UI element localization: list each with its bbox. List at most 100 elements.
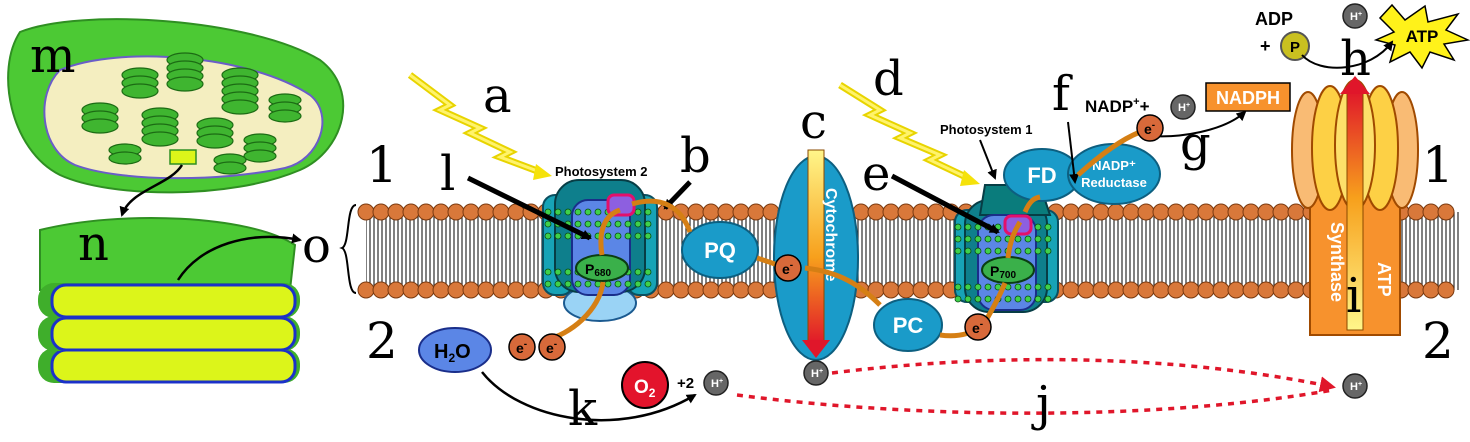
- arrow-h: [1301, 40, 1394, 69]
- phospholipid-head: [1437, 203, 1455, 221]
- phospholipid-head: [687, 203, 705, 221]
- chloroplast: [7, 18, 345, 217]
- label-e: e: [862, 146, 890, 202]
- phospholipid-head: [1122, 281, 1140, 299]
- pigment-dot: [1024, 295, 1032, 303]
- phospholipid-head: [702, 203, 720, 221]
- phospholipid-head: [1167, 203, 1185, 221]
- phospholipid-head: [1107, 281, 1125, 299]
- phospholipid-head: [387, 281, 405, 299]
- pigment-dot: [584, 208, 592, 216]
- label-k: k: [568, 381, 598, 437]
- phospholipid-head: [522, 281, 540, 299]
- phospholipid-head: [1197, 203, 1215, 221]
- pigment-dot: [964, 247, 972, 255]
- pigment-dot: [634, 232, 642, 240]
- pigment-dot: [1034, 235, 1042, 243]
- pigment-dot: [1014, 235, 1022, 243]
- pigment-dot: [954, 223, 962, 231]
- pigment-dot: [1044, 223, 1052, 231]
- phospholipid-head: [1152, 203, 1170, 221]
- svg-text:O2: O2: [634, 377, 656, 400]
- pigment-dot: [544, 268, 552, 276]
- svg-text:H+: H+: [1350, 381, 1362, 393]
- atp-synthase: Synthase ATP: [1291, 76, 1419, 336]
- pigment-dot: [614, 220, 622, 228]
- phospholipid-head: [1407, 281, 1425, 299]
- phospholipid-head: [1227, 281, 1245, 299]
- pigment-dot: [1044, 295, 1052, 303]
- pigment-dot: [564, 232, 572, 240]
- phospholipid-head: [912, 203, 930, 221]
- phospholipid-head: [507, 281, 525, 299]
- label-h: h: [1340, 31, 1371, 87]
- pq-carrier: PQ: [681, 221, 759, 279]
- svg-text:H2O: H2O: [434, 341, 471, 365]
- side-number-bottom-left: 2: [366, 312, 398, 370]
- proton-atp: H+: [1342, 3, 1368, 29]
- phospholipid-head: [927, 203, 945, 221]
- phospholipid-head: [1182, 281, 1200, 299]
- pigment-dot: [964, 223, 972, 231]
- svg-text:H+: H+: [1178, 102, 1190, 114]
- proton-cytochrome: H+: [803, 360, 829, 386]
- arrow-photosystem1: [979, 139, 997, 180]
- phospholipid-head: [702, 281, 720, 299]
- pigment-dot: [964, 295, 972, 303]
- label-m: m: [30, 28, 76, 84]
- fd-carrier: FD: [1003, 148, 1081, 202]
- phospholipid-head: [897, 281, 915, 299]
- phospholipid-head: [357, 203, 375, 221]
- svg-text:e-: e-: [972, 319, 983, 336]
- phospholipid-head: [477, 281, 495, 299]
- phospholipid-head: [1182, 203, 1200, 221]
- pigment-dot: [564, 280, 572, 288]
- phospholipid-head: [717, 203, 735, 221]
- phospholipid-head: [387, 203, 405, 221]
- phospholipid-head: [747, 203, 765, 221]
- phospholipid-head: [492, 203, 510, 221]
- pigment-dot: [1024, 283, 1032, 291]
- membrane-brace: [339, 204, 357, 294]
- phospholipid-head: [657, 281, 675, 299]
- phospholipid-head: [402, 203, 420, 221]
- pigment-dot: [644, 268, 652, 276]
- pigment-dot: [564, 208, 572, 216]
- phospholipid-head: [1242, 203, 1260, 221]
- pigment-dot: [1014, 247, 1022, 255]
- phospholipid-head: [747, 281, 765, 299]
- pc-carrier: PC: [873, 298, 943, 352]
- svg-text:H+: H+: [1350, 11, 1362, 23]
- phospholipid-head: [1077, 281, 1095, 299]
- phospholipid-head: [882, 281, 900, 299]
- label-n: n: [78, 216, 109, 272]
- pigment-dot: [1014, 283, 1022, 291]
- phospholipid-head: [927, 281, 945, 299]
- pigment-dot: [974, 283, 982, 291]
- pigment-dot: [974, 235, 982, 243]
- svg-text:e-: e-: [1144, 120, 1155, 137]
- pigment-dot: [574, 220, 582, 228]
- pigment-dot: [644, 232, 652, 240]
- pigment-dot: [564, 268, 572, 276]
- pigment-dot: [614, 280, 622, 288]
- adp-label: ADP: [1255, 9, 1293, 29]
- pigment-dot: [1044, 235, 1052, 243]
- phospholipid-head: [1242, 281, 1260, 299]
- phospholipid-head: [897, 203, 915, 221]
- electron-ps1: e-: [964, 313, 992, 341]
- electron-nadp: e-: [1136, 114, 1164, 142]
- pigment-dot: [624, 220, 632, 228]
- phospholipid-head: [1092, 203, 1110, 221]
- phospholipid-head: [492, 281, 510, 299]
- zoom-arrow-granum: [119, 164, 184, 217]
- pigment-dot: [1024, 247, 1032, 255]
- electron-ps2-2: e-: [538, 333, 566, 361]
- svg-text:NADP⁺: NADP⁺: [1092, 158, 1136, 173]
- svg-text:P700: P700: [990, 263, 1016, 281]
- phospholipid-head: [717, 281, 735, 299]
- arrow-k: [481, 371, 697, 422]
- pigment-dot: [1004, 295, 1012, 303]
- label-f: f: [1052, 66, 1073, 122]
